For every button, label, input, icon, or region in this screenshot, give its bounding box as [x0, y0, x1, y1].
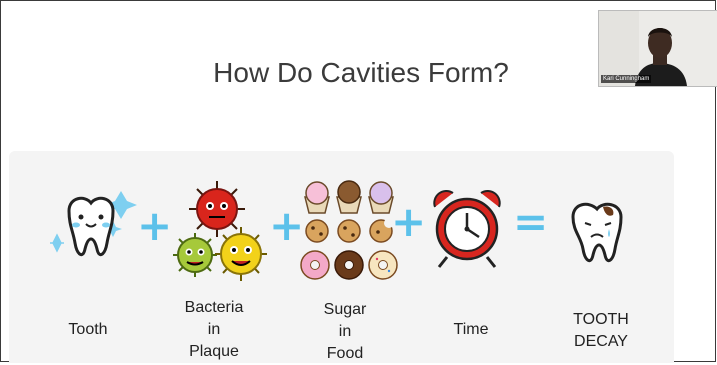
- sweets-icon: [299, 179, 399, 283]
- time-item: [429, 187, 505, 269]
- alarm-clock-icon: [429, 187, 505, 269]
- time-label: Time: [441, 319, 501, 341]
- decay-label: TOOTH DECAY: [561, 309, 641, 353]
- plus-operator-3: +: [391, 197, 426, 246]
- sugar-label-line-1: Sugar: [305, 299, 385, 321]
- bacteria-label: Bacteria in Plaque: [169, 297, 259, 363]
- decay-label-line-1: TOOTH: [561, 309, 641, 331]
- plus-operator-1: +: [137, 201, 172, 250]
- participant-video-tile[interactable]: Kari Cunningham: [598, 10, 717, 87]
- participant-name: Kari Cunningham: [601, 75, 651, 83]
- happy-tooth-icon: [47, 183, 147, 273]
- equals-operator: =: [513, 197, 548, 246]
- sad-tooth-icon: [563, 197, 643, 279]
- bacteria-label-line-2: in: [169, 319, 259, 341]
- germs-icon: [169, 177, 269, 287]
- sugar-label-line-3: Food: [305, 343, 385, 365]
- sugar-label: Sugar in Food: [305, 299, 385, 365]
- bacteria-label-line-3: Plaque: [169, 341, 259, 363]
- slide-title: How Do Cavities Form?: [121, 57, 601, 89]
- bacteria-label-line-1: Bacteria: [169, 297, 259, 319]
- decay-item: [563, 197, 643, 279]
- sugar-item: [299, 179, 399, 283]
- sugar-label-line-2: in: [305, 321, 385, 343]
- tooth-label: Tooth: [53, 319, 123, 341]
- bacteria-item: [169, 177, 269, 287]
- tooth-item: [47, 183, 147, 273]
- decay-label-line-2: DECAY: [561, 331, 641, 353]
